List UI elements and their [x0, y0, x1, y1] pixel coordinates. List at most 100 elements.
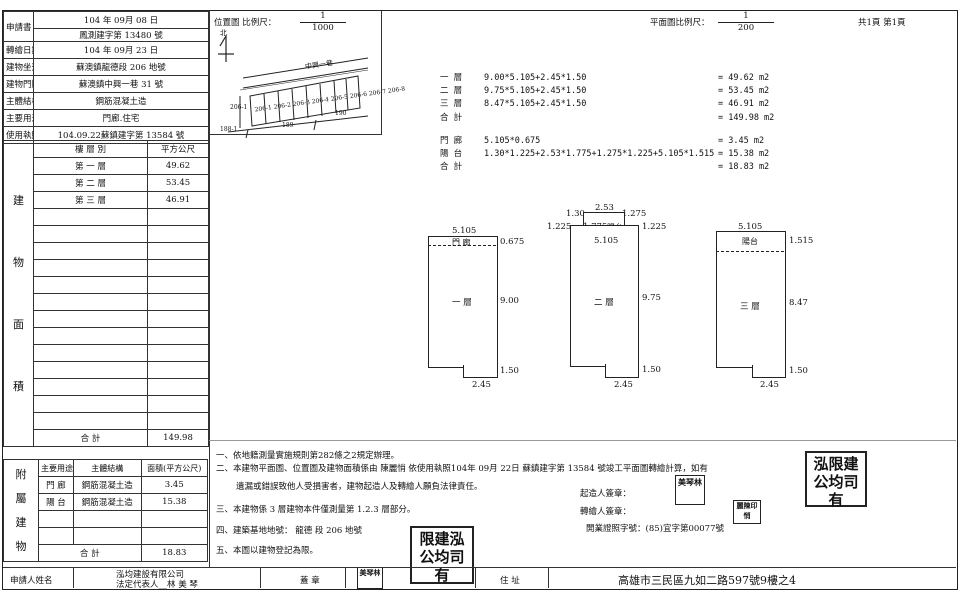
fp2-ext-h: 1.50	[642, 365, 661, 375]
attached-vertical-label: 附 屬 建 物	[3, 459, 39, 562]
area-vlabel-3: 面	[13, 317, 24, 331]
area-row-value: 49.62	[147, 157, 209, 175]
fp2-width: 5.105	[594, 236, 619, 246]
drafter-sign-label: 轉繪人簽章：	[580, 507, 632, 517]
att-col-structure: 主體結構	[72, 459, 142, 477]
transfer-label: 轉繪日期	[3, 41, 34, 59]
location-title: 位置圖 比例尺：	[214, 18, 277, 28]
area-vertical-label: 建 物 面 積	[3, 140, 34, 447]
lot-left: 206-1	[230, 104, 248, 111]
area-row-floor: 第 三 層	[33, 191, 148, 209]
area-row-floor: 第 一 層	[33, 157, 148, 175]
map-bottom	[209, 134, 382, 135]
fp2-height: 9.75	[642, 293, 661, 303]
company-name: 泓均建設有限公司	[116, 570, 185, 580]
fp1-height: 9.00	[500, 296, 519, 306]
plan-scale-label: 平面圖比例尺：	[650, 18, 710, 28]
att-total-value: 18.83	[140, 544, 209, 562]
lot-bottom-3: 190	[335, 110, 347, 117]
att-vlabel-1: 附	[15, 467, 27, 481]
notes-divider	[209, 440, 956, 441]
note-4: 四、建築基地地號： 龍德 段 206 地號	[216, 526, 363, 536]
license-seal: 麗陳印悄	[733, 500, 761, 524]
att-col-use: 主要用途	[37, 459, 74, 477]
col-floor-header: 樓 層 別	[33, 140, 148, 158]
fp1-porch-dim: 0.675	[500, 237, 525, 247]
fp1-porch-line	[428, 245, 496, 246]
address-value: 高雄市三民區九如二路597號9樓之4	[618, 574, 796, 587]
fp2-ext-w: 2.45	[614, 380, 633, 390]
footer-sep-4	[475, 567, 476, 588]
map-divider	[381, 11, 382, 134]
area-vlabel-1: 建	[13, 193, 24, 207]
location-scale-num: 1	[320, 11, 326, 21]
representative-seal: 美琴林	[357, 567, 383, 589]
att-vlabel-3: 建	[15, 515, 27, 529]
fp3-ext-w: 2.45	[760, 380, 779, 390]
fp3-width: 5.105	[738, 222, 763, 232]
drafter-seal: 美琴林	[675, 475, 705, 505]
col-area-header: 平方公尺	[147, 140, 209, 158]
page-info: 共1頁 第1頁	[858, 18, 906, 28]
address-label: 住 址	[500, 576, 520, 586]
north-arrow-icon	[218, 35, 234, 62]
footer-sep-2	[260, 567, 261, 588]
fp1-width: 5.105	[452, 226, 477, 236]
location-value: 蘇澳鎮龍德段 206 地號	[33, 58, 209, 76]
fp1-main	[428, 236, 498, 368]
fp1-ext-h: 1.50	[500, 366, 519, 376]
use-label: 主要用途	[3, 109, 34, 127]
note-2: 二、本建物平面圖、位置圖及建物面積係由 陳麗悄 依使用執照104年 09月 22…	[216, 464, 708, 474]
att-row-use: 門 廊	[37, 476, 74, 494]
fp3-label: 三 層	[740, 302, 760, 312]
att-row-structure: 鋼筋混凝土造	[72, 476, 142, 494]
company-seal-2: 限建泓公均司有	[410, 526, 474, 584]
att-vlabel-2: 屬	[15, 491, 27, 505]
fp3-balcony-label: 陽台	[742, 237, 758, 246]
location-scale-den: 1000	[312, 23, 334, 33]
fp2-label: 二 層	[594, 298, 614, 308]
applicant-name-label: 申請人姓名	[10, 576, 53, 586]
representative-name: 法定代表人__林 美 琴	[116, 580, 198, 590]
fp3-ext-h: 1.50	[789, 366, 808, 376]
left-divider	[209, 11, 210, 568]
plan-scale-num: 1	[743, 11, 749, 21]
location-map-drawing	[228, 57, 369, 138]
doorplate-label: 建物門牌	[3, 75, 34, 93]
att-col-area: 面積(平方公尺)	[140, 459, 209, 477]
fp2-dim-r: 1.225	[642, 222, 667, 232]
fp2-top-c: 1.275	[622, 209, 647, 219]
footer-sep-5	[548, 567, 549, 588]
fp3-ext	[752, 365, 786, 378]
seal-label: 蓋 章	[300, 576, 320, 586]
lot-bottom-1: 188-1	[220, 126, 238, 133]
att-total-label: 合 計	[37, 544, 142, 562]
note-1: 一、依地籍測量實施規則第282條之2規定辦理。	[216, 451, 400, 461]
license-no: 開業證照字號：(85)宜字第00077號	[586, 524, 724, 534]
footer-sep-3	[345, 567, 346, 588]
applicant-date: 104 年 09月 08 日	[33, 11, 209, 29]
building-info-table: 申請書 104 年 09月 08 日 鳳測建字第 13480 號 轉繪日期 10…	[3, 11, 209, 144]
doorplate-value: 蘇澳鎮中興一巷 31 號	[33, 75, 209, 93]
builder-sign-label: 起造人簽章：	[580, 489, 632, 499]
fp2-top-b: 2.53	[595, 203, 614, 213]
applicant-label: 申請書	[3, 11, 34, 42]
location-label: 建物坐落	[3, 58, 34, 76]
area-row-value: 46.91	[147, 191, 209, 209]
transfer-date: 104 年 09月 23 日	[33, 41, 209, 59]
att-row-area: 3.45	[140, 476, 209, 494]
fp2-ext	[605, 364, 639, 378]
fp2-dim-l: 1.225	[547, 222, 572, 232]
fp1-ext-w: 2.45	[472, 380, 491, 390]
location-scale-bar	[300, 22, 346, 23]
use-value: 門廊.住宅	[33, 109, 209, 127]
structure-label: 主體結構	[3, 92, 34, 110]
north-label: 北	[220, 29, 227, 37]
note-3: 三、本建物係 3 層建物本件僅測量第 1.2.3 層部分。	[216, 505, 416, 515]
area-total-value: 149.98	[147, 429, 209, 447]
